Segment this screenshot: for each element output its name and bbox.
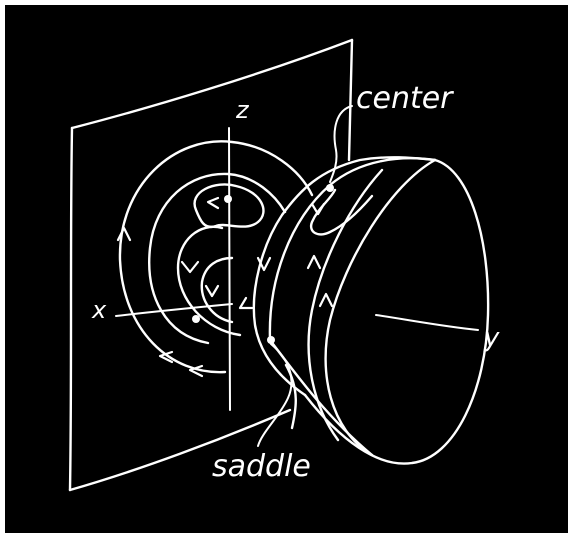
dome-surface xyxy=(254,157,488,463)
plane-right-edge xyxy=(349,40,352,160)
z-axis-label: z xyxy=(235,96,250,124)
arrow-10 xyxy=(312,204,324,214)
orbit-innermost xyxy=(202,258,232,322)
arrow-9 xyxy=(320,294,332,306)
arrow-3 xyxy=(182,262,198,272)
equilibrium-left xyxy=(192,315,200,323)
labels: z x y center saddle xyxy=(91,81,500,484)
plane-left-edge xyxy=(70,128,72,490)
dome-upper-arc xyxy=(270,158,435,340)
dome-meridian-front xyxy=(326,160,435,455)
y-axis-label: y xyxy=(483,323,500,353)
arrow-8 xyxy=(308,256,320,268)
x-axis-label: x xyxy=(91,296,107,324)
arrow-11 xyxy=(240,298,252,308)
arrow-5 xyxy=(208,198,218,208)
orbit-inner xyxy=(178,227,240,335)
saddle-label: saddle xyxy=(212,449,311,484)
plane-top-edge xyxy=(72,40,352,128)
arrow-1 xyxy=(118,228,130,240)
axes xyxy=(116,128,478,410)
y-axis-line xyxy=(376,315,478,330)
center-label: center xyxy=(356,81,454,116)
center-point xyxy=(326,184,334,192)
dome-lower-seam xyxy=(270,340,372,455)
saddle-leader xyxy=(258,344,291,446)
arrow-4 xyxy=(206,286,218,296)
z-axis-line xyxy=(229,128,230,410)
saddle-point xyxy=(267,336,275,344)
equilibrium-upper xyxy=(224,195,232,203)
